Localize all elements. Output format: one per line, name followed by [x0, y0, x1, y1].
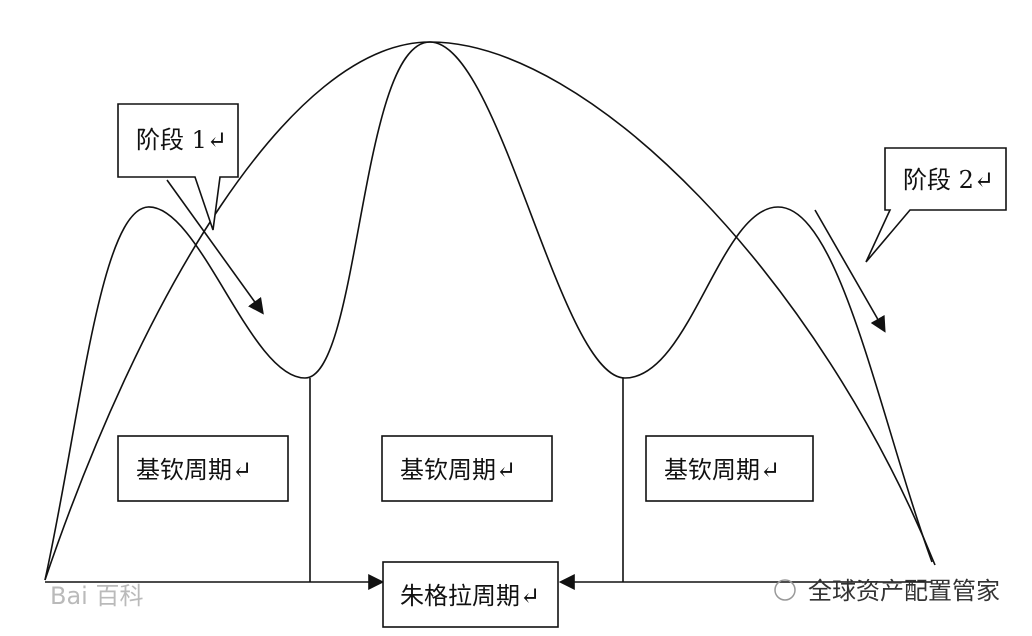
juglar-label: 朱格拉周期↵ — [400, 582, 540, 610]
kitchin-box-left — [117, 435, 289, 502]
wechat-icon — [774, 579, 796, 601]
stage2-label: 阶段 2↵ — [903, 166, 994, 194]
kitchin-label-right: 基钦周期↵ — [664, 456, 780, 484]
juglar-box — [382, 561, 559, 628]
stage1-arrow — [166, 179, 264, 315]
kitchin-box-right — [645, 435, 814, 502]
kitchin-cycle-curve — [44, 41, 933, 581]
kitchin-label-left: 基钦周期↵ — [136, 456, 252, 484]
stage1-callout — [117, 103, 239, 231]
stage2-callout — [865, 147, 1007, 263]
baidu-watermark: Bai 百科 — [50, 582, 143, 610]
kitchin-box-middle — [381, 435, 553, 502]
stage1-label: 阶段 1↵ — [136, 126, 227, 154]
kitchin-label-middle: 基钦周期↵ — [400, 456, 516, 484]
wechat-watermark: 全球资产配置管家 — [808, 577, 1000, 605]
stage2-arrow — [814, 209, 886, 333]
